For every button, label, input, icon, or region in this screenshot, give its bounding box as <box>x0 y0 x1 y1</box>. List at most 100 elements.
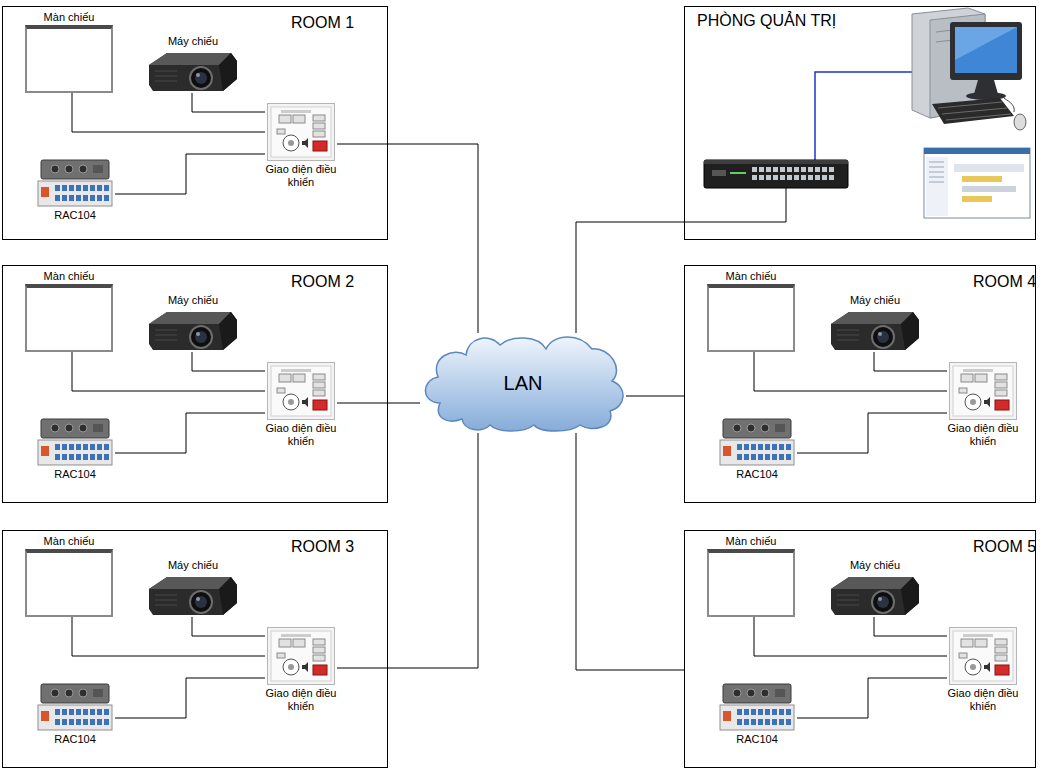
control-panel: Giao diện điều khiển <box>265 627 337 713</box>
network-cable <box>754 617 947 656</box>
network-cable <box>874 617 947 636</box>
room-title: ROOM 1 <box>291 14 387 32</box>
network-cable <box>576 222 684 333</box>
device-caption: RAC104 <box>35 733 115 746</box>
rac104-icon-art <box>37 418 113 466</box>
computer-monitor <box>950 22 1022 100</box>
network-cable <box>797 678 947 718</box>
cloud-label: LAN <box>504 371 543 395</box>
projector-icon <box>147 573 239 617</box>
room-title: ROOM 3 <box>291 538 387 556</box>
projector-icon-art <box>829 573 921 617</box>
device-caption: Màn chiếu <box>705 535 797 548</box>
projector-icon-art <box>829 308 921 352</box>
room-box: ROOM 2 Màn chiếu Máy chiếuGiao diện điều k… <box>2 265 388 503</box>
projector-icon-art <box>147 308 239 352</box>
room-title: ROOM 4 <box>973 273 1035 291</box>
screen-surface <box>707 549 795 617</box>
network-cable <box>72 617 265 656</box>
control-panel-icon-art <box>267 103 335 161</box>
control-panel: Giao diện điều khiển <box>265 362 337 448</box>
device-caption: Giao diện điều khiển <box>947 687 1019 713</box>
device-caption: Máy chiếu <box>143 559 243 572</box>
network-cable <box>576 433 684 670</box>
device-caption: Máy chiếu <box>143 294 243 307</box>
network-cable <box>874 352 947 371</box>
projection-screen: Màn chiếu <box>23 535 115 617</box>
network-cable <box>797 413 947 453</box>
rac104-icon <box>719 683 795 731</box>
rac104-unit: RAC104 <box>717 418 797 481</box>
control-panel-icon-art <box>267 362 335 420</box>
network-cable <box>72 93 265 132</box>
device-caption: RAC104 <box>717 733 797 746</box>
network-cable <box>337 433 478 668</box>
projector: Máy chiếu <box>143 294 243 352</box>
room-title: PHÒNG QUẢN TRỊ <box>697 12 1035 30</box>
rac104-icon-art <box>37 683 113 731</box>
room-box: ROOM 1 Màn chiếuMáy chiếuGiao diện điều k… <box>2 6 388 240</box>
network-cable <box>626 396 684 397</box>
projector: Máy chiếu <box>825 294 925 352</box>
rac104-unit: RAC104 <box>717 683 797 746</box>
rac104-unit: RAC104 <box>35 159 115 222</box>
rac104-icon <box>37 159 113 207</box>
keyboard <box>932 98 1014 124</box>
projector-icon <box>147 49 239 93</box>
network-cable <box>115 154 265 194</box>
network-cable <box>192 352 265 371</box>
projection-screen: Màn chiếu <box>705 535 797 617</box>
screen-surface <box>25 25 113 93</box>
room-box: ROOM 5Màn chiếuMáy chiếuGiao diện điều k… <box>684 530 1036 768</box>
control-panel-icon <box>267 362 335 420</box>
control-panel-icon-art <box>949 362 1017 420</box>
projection-screen: Màn chiếu <box>23 11 115 93</box>
control-panel: Giao diện điều khiển <box>947 627 1019 713</box>
device-caption: Màn chiếu <box>23 11 115 24</box>
network-cable <box>115 678 265 718</box>
screen-surface <box>707 284 795 352</box>
network-cable <box>192 93 265 112</box>
projector-icon <box>147 308 239 352</box>
device-caption: Máy chiếu <box>143 35 243 48</box>
control-panel-icon <box>267 627 335 685</box>
device-caption: Giao diện điều khiển <box>265 163 337 189</box>
room-box: ROOM 4 Màn chiếuMáy chiếuGiao diện điều k… <box>684 265 1036 503</box>
pc-cable <box>815 72 912 160</box>
projector: Máy chiếu <box>143 559 243 617</box>
software-screenshot <box>924 148 1030 218</box>
admin-room: PHÒNG QUẢN TRỊ <box>684 6 1036 240</box>
rac104-unit: RAC104 <box>35 683 115 746</box>
room-title: ROOM 5 <box>973 538 1035 556</box>
network-cable <box>337 403 420 404</box>
network-cable <box>192 617 265 636</box>
projector-icon-art <box>147 49 239 93</box>
rac104-icon <box>37 683 113 731</box>
device-caption: Màn chiếu <box>705 270 797 283</box>
screen-surface <box>25 549 113 617</box>
rac104-icon <box>719 418 795 466</box>
control-panel-icon-art <box>267 627 335 685</box>
control-panel: Giao diện điều khiển <box>947 362 1019 448</box>
room-title: ROOM 2 <box>291 273 387 291</box>
network-switch <box>704 160 848 188</box>
projection-screen: Màn chiếu <box>23 270 115 352</box>
control-panel-icon <box>949 362 1017 420</box>
projector-icon <box>829 573 921 617</box>
rac104-icon-art <box>719 418 795 466</box>
mouse <box>1004 98 1026 130</box>
room-box: ROOM 3 Màn chiếu Máy chiếuGiao diện điều k… <box>2 530 388 768</box>
network-cable <box>115 413 265 453</box>
control-panel: Giao diện điều khiển <box>265 103 337 189</box>
device-caption: Giao diện điều khiển <box>265 422 337 448</box>
uplink-cable <box>685 188 786 222</box>
device-caption: RAC104 <box>717 468 797 481</box>
projector: Máy chiếu <box>143 35 243 93</box>
projection-screen: Màn chiếu <box>705 270 797 352</box>
rac104-icon <box>37 418 113 466</box>
network-cloud: LAN <box>420 333 626 433</box>
device-caption: RAC104 <box>35 468 115 481</box>
screen-surface <box>25 284 113 352</box>
network-cable <box>72 352 265 391</box>
device-caption: Giao diện điều khiển <box>947 422 1019 448</box>
